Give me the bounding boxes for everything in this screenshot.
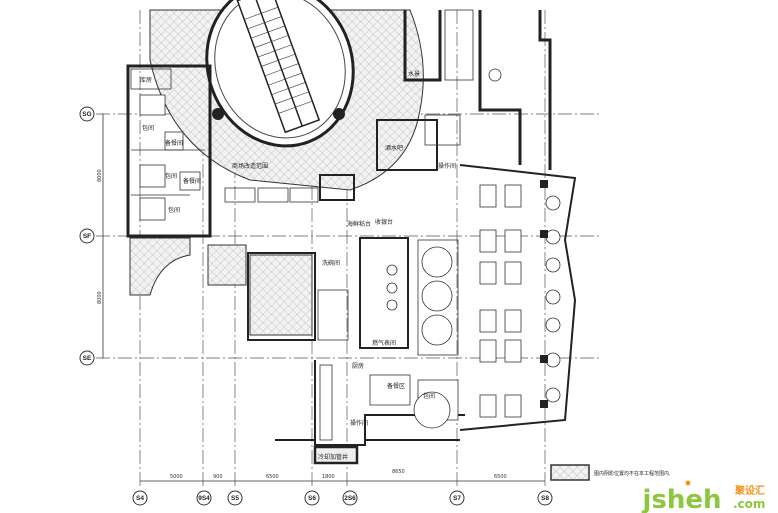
round-tables — [545, 195, 561, 403]
private-room-label: 包间 — [165, 172, 177, 180]
private-room-label: 包间 — [142, 124, 154, 132]
kitchen-label: 厨房 — [352, 362, 364, 370]
water-label: 水景 — [408, 70, 420, 78]
dining-tables — [479, 184, 522, 418]
pantry-label: 备餐间 — [183, 177, 201, 185]
top-right-structures: 水景 — [403, 9, 552, 170]
booth-seating: 包间 — [413, 239, 459, 429]
cashier-label: 收银台 — [375, 218, 393, 226]
dimension-label: 5000 — [170, 474, 183, 480]
dimension-label: 6500 — [266, 474, 279, 480]
private-room-label: 包间 — [168, 206, 180, 214]
prep-area-label: 备餐区 — [387, 382, 405, 390]
dimension-label: 900 — [213, 474, 223, 480]
cooling-shaft-label: 冷却加管井 — [318, 453, 348, 461]
left-wing: 库房 包间 包间 包间 备餐间 备餐间 — [126, 64, 247, 296]
grid-bubble-label: SE — [83, 355, 92, 362]
kitchen: 洗碗间 海鲜粘台 收银台 燃气表间 厨房 备餐区 操作间 冷却加管井 — [247, 218, 465, 465]
grid-bubble-label: 9S4 — [198, 495, 210, 502]
bar-area: 酒水吧 操作间 — [376, 114, 461, 171]
grid-bubble-label: S7 — [453, 495, 461, 502]
dimension-left: 8000 8000 — [97, 114, 104, 358]
dimension-label: 8000 — [97, 291, 103, 304]
mall-area-label: 商场改造范围 — [232, 162, 268, 170]
grid-bubble-label: S8 — [541, 495, 549, 502]
dishwashing-label: 洗碗间 — [322, 259, 340, 267]
escalator-atrium: 商场改造范围 — [149, 0, 424, 191]
dimension-bottom: 5000 900 6500 1800 8650 6500 — [140, 469, 545, 482]
column-bubbles: S4 9S4 S5 S6 2S6 S7 S8 — [132, 490, 553, 506]
gas-meter-label: 燃气表间 — [372, 339, 396, 347]
dimension-label: 6500 — [494, 474, 507, 480]
row-bubbles: SG SF SE — [79, 106, 95, 366]
private-room-label: 包间 — [423, 392, 435, 400]
dimension-label: 8000 — [97, 169, 103, 182]
watermark-domain: .com — [733, 497, 765, 511]
kitchen-operation-label: 操作间 — [350, 419, 368, 427]
grid-bubble-label: S5 — [231, 495, 239, 502]
grid-bubble-label: SF — [83, 233, 91, 240]
private-room-table — [139, 94, 166, 221]
main-dining — [459, 164, 577, 431]
legend: 图内阴影位置均不在本工程范围内. — [550, 464, 671, 481]
seafood-counter-label: 海鲜粘台 — [347, 220, 371, 228]
watermark-logo-text: jsheh — [641, 485, 721, 513]
grid-bubble-label: S6 — [308, 495, 316, 502]
operation-room-label: 操作间 — [438, 162, 456, 170]
watermark-logo: jsheh 聚设汇 .com — [641, 480, 765, 513]
pantry-label: 备餐间 — [165, 139, 183, 147]
grid-bubble-label: S4 — [136, 495, 144, 502]
display-counters — [224, 174, 355, 203]
legend-text: 图内阴影位置均不在本工程范围内. — [594, 470, 671, 477]
grid-bubble-label: SG — [82, 111, 91, 118]
bar-label: 酒水吧 — [385, 144, 403, 152]
watermark-logo-cn: 聚设汇 — [734, 484, 765, 497]
grid-bubble-label: 2S6 — [344, 495, 356, 502]
dimension-label: 1800 — [322, 474, 335, 480]
storage-label: 库房 — [140, 76, 152, 84]
escalator — [236, 0, 321, 134]
dimension-label: 8650 — [392, 469, 405, 475]
